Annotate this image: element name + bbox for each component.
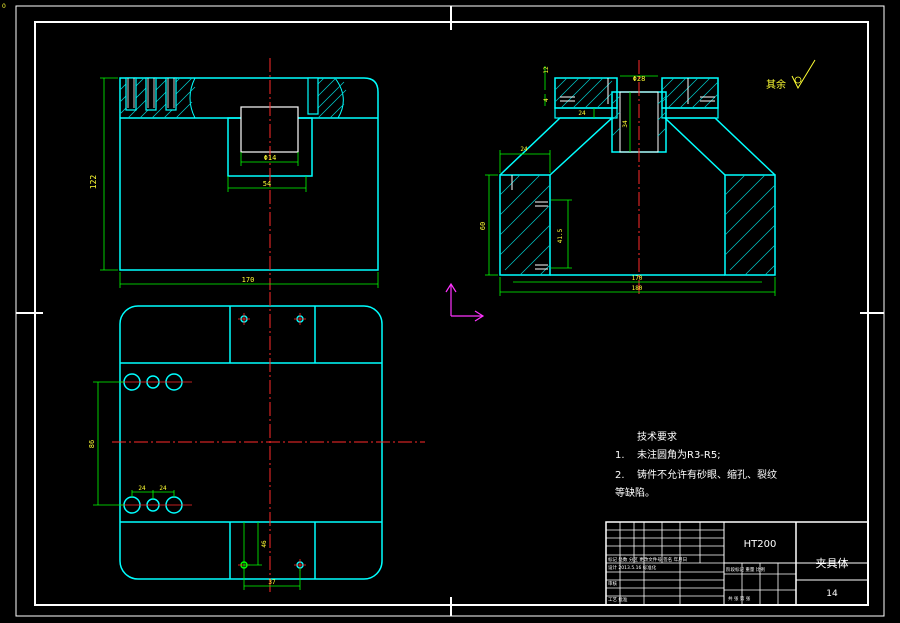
tech-heading: 技术要求 — [637, 430, 677, 443]
side-view-head-right — [661, 77, 719, 109]
front-view-break-line — [189, 77, 344, 119]
title-tiny-row3: 审核 — [608, 580, 617, 587]
roughness-label: 其余 — [766, 78, 786, 91]
tech-item1: 未注圆角为R3-R5; — [637, 448, 721, 461]
side-view-slope-right — [663, 117, 776, 176]
front-dim-slot-inner: Φ14 — [264, 154, 277, 162]
side-view-neck-left — [554, 107, 618, 119]
side-view: Φ28 12 4 24 34 24 60 41.5 170 180 — [479, 60, 776, 296]
front-view-outline — [119, 77, 379, 271]
plan-dim-vertical: 46 — [261, 540, 268, 548]
tech-requirements: 技术要求 1. 未注圆角为R3-R5; 2. 铸件不允许有砂眼、缩孔、裂纹 等缺… — [615, 430, 777, 499]
roughness-note: 其余 — [766, 59, 816, 91]
side-view-screws — [511, 78, 715, 270]
front-view-dimensions — [100, 77, 379, 288]
corner-mark: 0 — [2, 3, 6, 10]
side-view-neck-right — [661, 107, 719, 119]
title-block — [605, 521, 869, 606]
plan-dim-hole-pitch: 86 — [88, 440, 96, 448]
threaded-hole-1 — [125, 77, 137, 111]
side-dim-base-inner: 170 — [632, 275, 643, 282]
front-view: 122 170 Φ14 54 — [89, 58, 379, 290]
threaded-hole-3 — [165, 77, 177, 111]
front-view-hole-threads — [127, 78, 175, 108]
plan-view: 86 24 24 46 37 — [88, 292, 425, 592]
tech-item2: 铸件不允许有砂眼、缩孔、裂纹 — [637, 468, 777, 481]
plan-view-dimensions — [93, 381, 301, 590]
title-material: HT200 — [744, 539, 777, 550]
side-dim-inner-height: 34 — [622, 120, 629, 128]
title-sheet-no: 14 — [826, 589, 838, 599]
title-tiny-stage: 阶段标记 重量 比例 — [726, 566, 765, 573]
side-dim-height: 60 — [479, 222, 487, 230]
side-dim-hole-spacing: 41.5 — [557, 228, 564, 243]
side-dim-step: 24 — [578, 110, 586, 117]
plan-dim-bottom: 37 — [268, 579, 276, 586]
title-part-name: 夹具体 — [816, 556, 849, 570]
title-tiny-row4: 工艺 批准 — [608, 596, 628, 603]
front-dim-width: 170 — [242, 276, 255, 284]
threaded-hole-4 — [307, 77, 319, 115]
side-dim-side-small: 4 — [543, 98, 550, 102]
front-dim-slot-outer: 54 — [263, 180, 271, 188]
tech-item1-num: 1. — [615, 450, 625, 461]
side-dim-top: Φ28 — [633, 75, 646, 83]
side-view-dimensions — [485, 66, 776, 296]
plan-dim-small-2: 24 — [159, 485, 167, 492]
title-tiny-row2: 设计 2013.5.16 标准化 — [608, 564, 657, 571]
plan-dim-small-1: 24 — [138, 485, 146, 492]
title-block-grid — [606, 522, 779, 605]
side-dim-top-small: 12 — [543, 66, 550, 74]
front-dim-height: 122 — [89, 175, 98, 190]
tech-item2-cont: 等缺陷。 — [615, 486, 655, 499]
title-tiny-sheet: 共 张 第 张 — [728, 595, 751, 602]
roughness-symbol — [791, 59, 816, 90]
tech-item2-num: 2. — [615, 470, 625, 481]
front-view-holes — [125, 77, 319, 115]
side-view-hatch — [499, 77, 776, 276]
side-dim-left-width: 24 — [520, 146, 528, 153]
drawing-frame — [15, 5, 885, 617]
side-view-slope-left — [499, 117, 614, 176]
ucs-icon — [445, 282, 485, 322]
title-tiny-row1: 标记 处数 分区 更改文件号 签名 年月日 — [608, 556, 687, 563]
side-dim-base-outer: 180 — [632, 285, 643, 292]
threaded-hole-2 — [145, 77, 157, 111]
